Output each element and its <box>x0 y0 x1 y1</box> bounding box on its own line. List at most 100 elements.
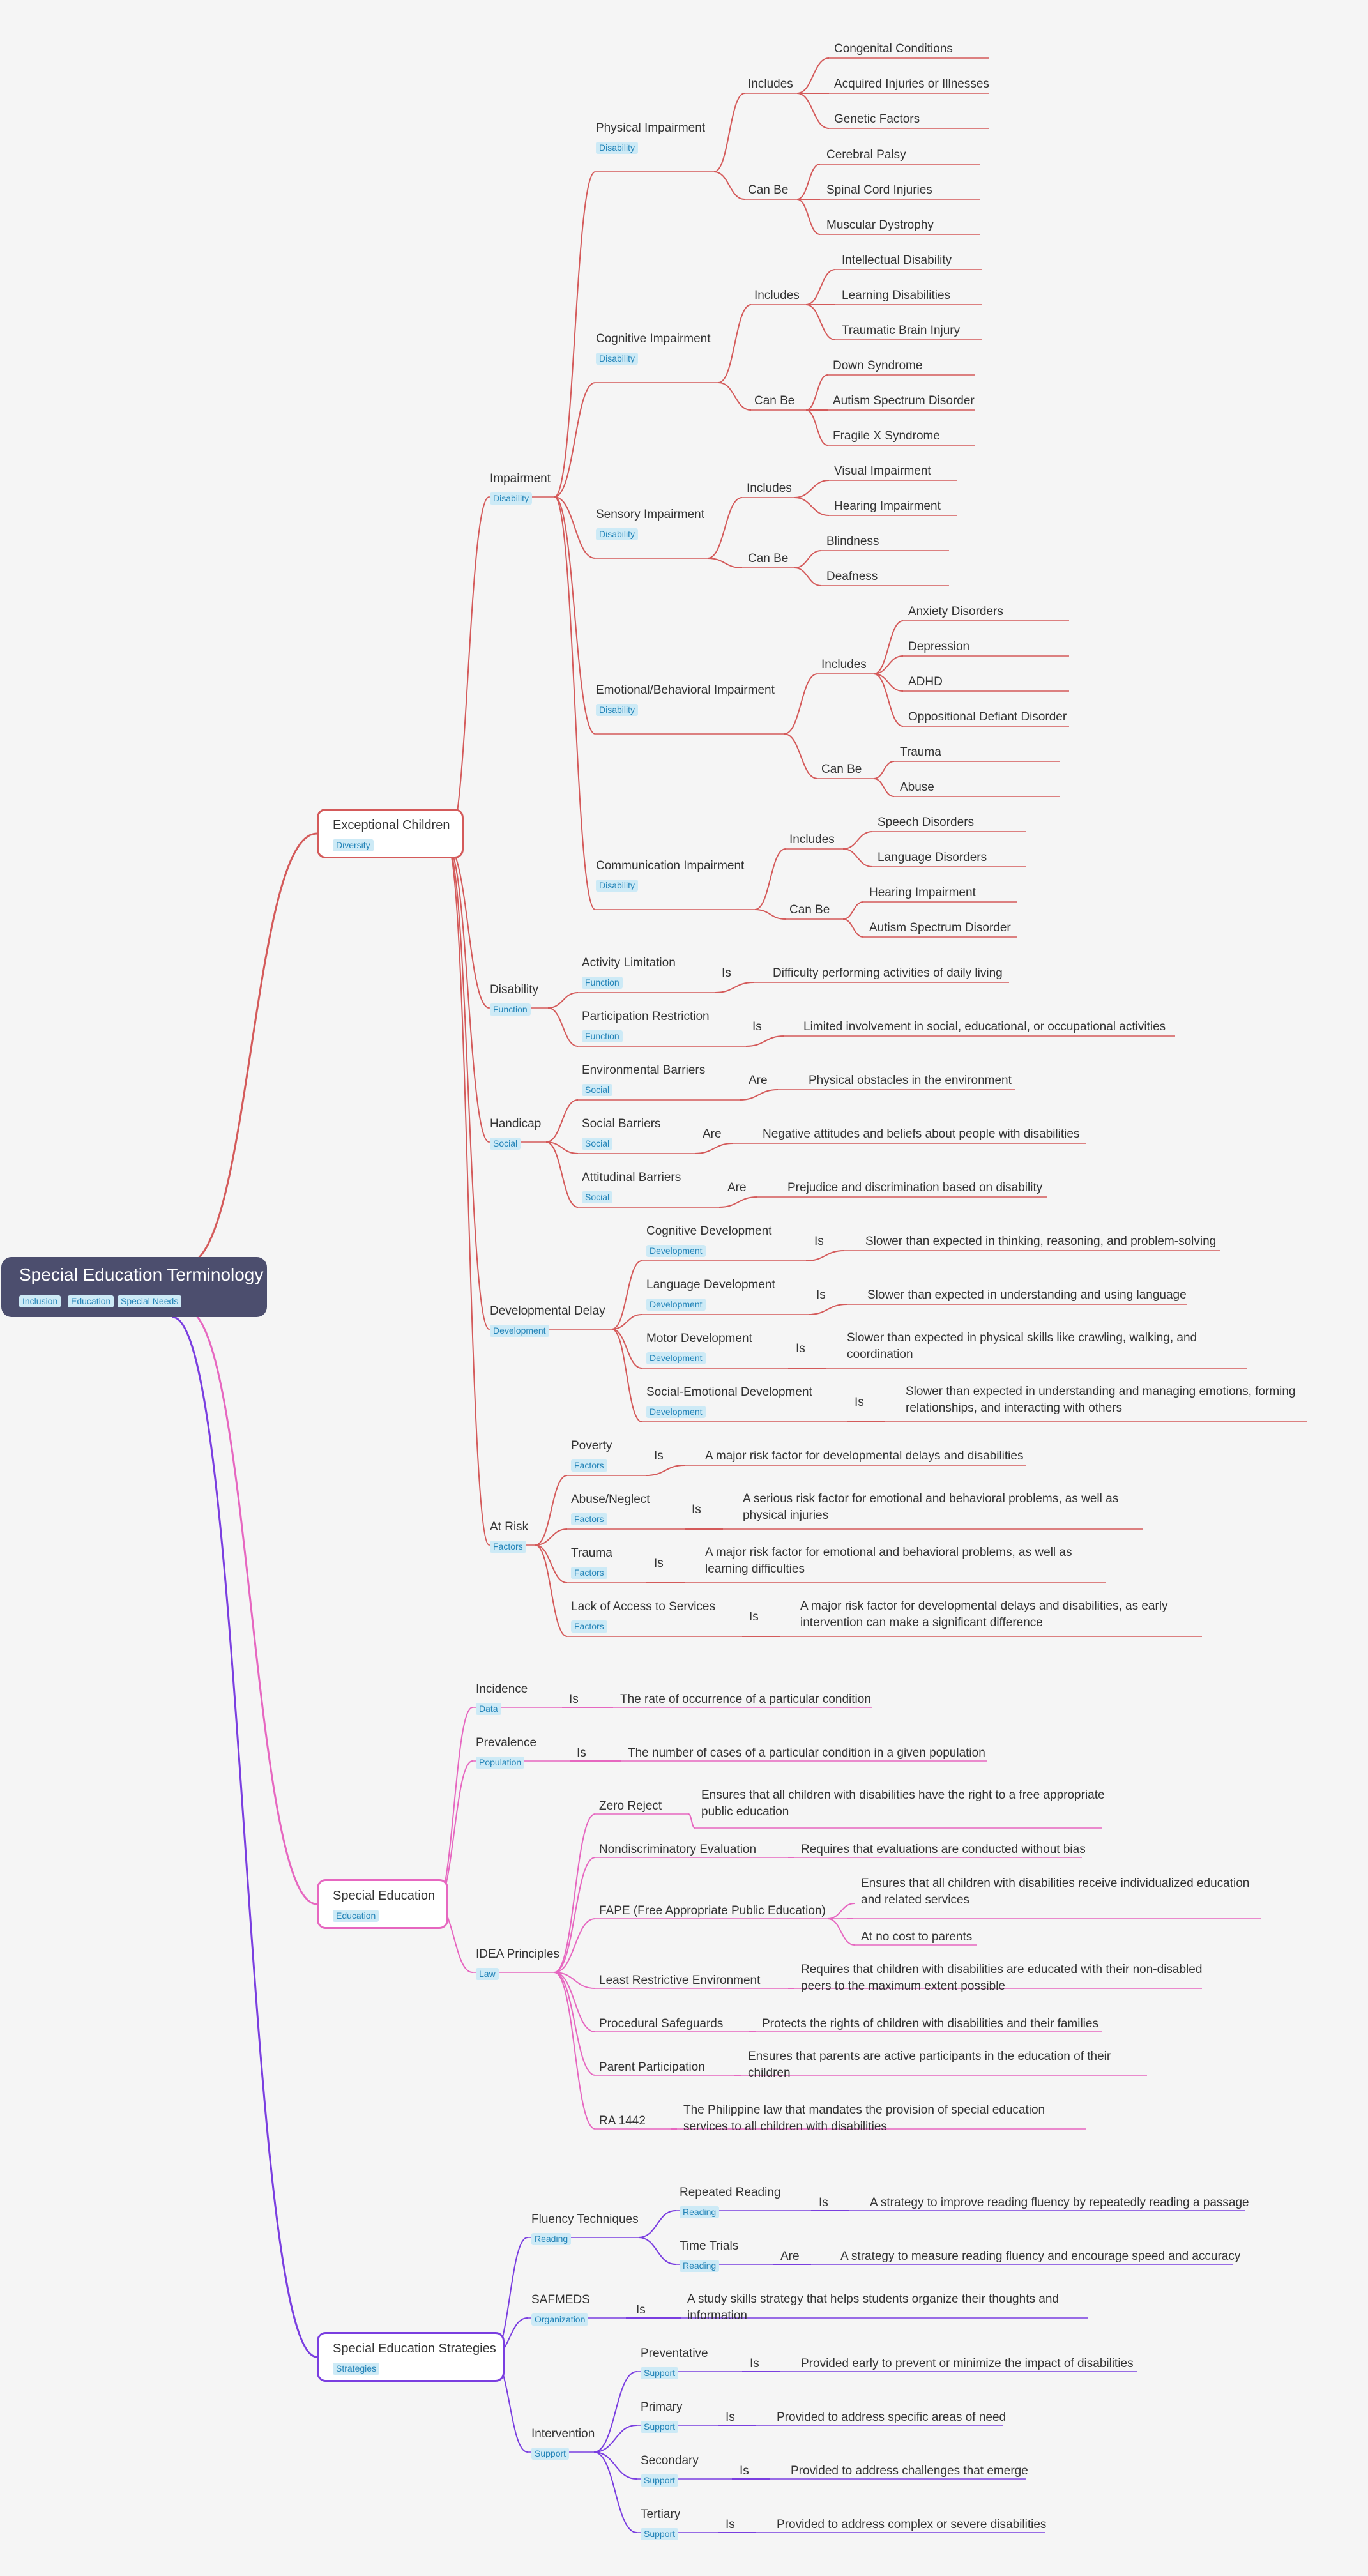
description[interactable]: Slower than expected in understanding an… <box>867 1288 1187 1302</box>
leaf[interactable]: Hearing Impairment <box>834 499 941 513</box>
description[interactable]: Limited involvement in social, education… <box>803 1020 1166 1033</box>
description[interactable]: Slower than expected in understanding an… <box>906 1385 1296 1415</box>
node-developmental-delay[interactable]: Developmental Delay <box>490 1304 605 1318</box>
node-environmental-barriers[interactable]: Environmental Barriers <box>582 1063 706 1077</box>
leaf[interactable]: Congenital Conditions <box>834 42 953 56</box>
leaf[interactable]: Language Disorders <box>878 851 987 864</box>
node-motor-development[interactable]: Motor Development <box>646 1332 752 1345</box>
description[interactable]: A major risk factor for emotional and be… <box>705 1546 1072 1576</box>
description[interactable]: A major risk factor for developmental de… <box>705 1449 1024 1463</box>
description[interactable]: The Philippine law that mandates the pro… <box>683 2103 1045 2133</box>
node-includes[interactable]: Includes <box>748 77 793 91</box>
description[interactable]: The rate of occurrence of a particular c… <box>620 1693 871 1706</box>
node-can-be[interactable]: Can Be <box>821 763 862 776</box>
node-can-be[interactable]: Can Be <box>748 183 789 197</box>
description[interactable]: Difficulty performing activities of dail… <box>773 966 1003 980</box>
node-can-be[interactable]: Can Be <box>789 903 830 917</box>
node-activity-limitation[interactable]: Activity Limitation <box>582 956 676 970</box>
leaf[interactable]: Spinal Cord Injuries <box>826 183 932 197</box>
node-cognitive-impairment[interactable]: Cognitive Impairment <box>596 332 711 346</box>
node-can-be[interactable]: Can Be <box>754 394 795 408</box>
description[interactable]: Provided early to prevent or minimize th… <box>801 2357 1134 2370</box>
description[interactable]: A serious risk factor for emotional and … <box>743 1492 1119 1522</box>
node-sensory-impairment[interactable]: Sensory Impairment <box>596 508 705 521</box>
leaf[interactable]: Hearing Impairment <box>869 886 976 899</box>
description[interactable]: A strategy to improve reading fluency by… <box>870 2196 1249 2209</box>
node-trauma[interactable]: Trauma <box>571 1546 612 1560</box>
leaf[interactable]: Autism Spectrum Disorder <box>833 394 975 408</box>
node-includes[interactable]: Includes <box>747 482 792 495</box>
node-primary[interactable]: Primary <box>641 2400 683 2414</box>
node-communication-impairment[interactable]: Communication Impairment <box>596 859 745 873</box>
node-fape[interactable]: FAPE (Free Appropriate Public Education) <box>599 1904 826 1917</box>
leaf[interactable]: Blindness <box>826 535 879 548</box>
node-intervention[interactable]: Intervention <box>531 2427 595 2441</box>
leaf[interactable]: Acquired Injuries or Illnesses <box>834 77 989 91</box>
leaf[interactable]: Anxiety Disorders <box>908 605 1003 618</box>
leaf[interactable]: Muscular Dystrophy <box>826 218 934 232</box>
description[interactable]: Prejudice and discrimination based on di… <box>787 1181 1043 1194</box>
description[interactable]: Ensures that parents are active particip… <box>748 2050 1111 2080</box>
node-language-development[interactable]: Language Development <box>646 1278 775 1292</box>
node-physical-impairment[interactable]: Physical Impairment <box>596 121 706 135</box>
leaf[interactable]: Intellectual Disability <box>842 254 952 267</box>
node-includes[interactable]: Includes <box>789 833 835 846</box>
node-includes[interactable]: Includes <box>754 289 800 302</box>
description[interactable]: Ensures that all children with disabilit… <box>701 1788 1105 1818</box>
leaf[interactable]: Trauma <box>900 745 941 759</box>
node-nondiscriminatory-evaluation[interactable]: Nondiscriminatory Evaluation <box>599 1843 757 1856</box>
node-prevalence[interactable]: Prevalence <box>476 1736 537 1749</box>
branch-special-education-strategies[interactable]: Special Education Strategies Strategies <box>317 2332 505 2382</box>
node-time-trials[interactable]: Time Trials <box>680 2239 739 2253</box>
branch-special-education[interactable]: Special Education Education <box>317 1879 448 1929</box>
description[interactable]: Provided to address challenges that emer… <box>791 2464 1028 2478</box>
node-cognitive-development[interactable]: Cognitive Development <box>646 1224 772 1238</box>
description[interactable]: Slower than expected in physical skills … <box>847 1331 1197 1361</box>
node-repeated-reading[interactable]: Repeated Reading <box>680 2186 781 2199</box>
node-zero-reject[interactable]: Zero Reject <box>599 1799 662 1813</box>
node-includes[interactable]: Includes <box>821 658 867 671</box>
node-abuse-neglect[interactable]: Abuse/Neglect <box>571 1493 650 1506</box>
leaf[interactable]: Cerebral Palsy <box>826 148 906 162</box>
node-at-risk[interactable]: At Risk <box>490 1520 529 1534</box>
node-idea-principles[interactable]: IDEA Principles <box>476 1947 559 1961</box>
description[interactable]: Physical obstacles in the environment <box>809 1074 1012 1087</box>
description[interactable]: A strategy to measure reading fluency an… <box>840 2250 1241 2263</box>
leaf[interactable]: Genetic Factors <box>834 112 920 126</box>
node-disability[interactable]: Disability <box>490 983 539 996</box>
leaf[interactable]: Deafness <box>826 570 878 583</box>
leaf[interactable]: Abuse <box>900 781 934 794</box>
root-node[interactable]: Special Education Terminology Inclusion … <box>1 1257 267 1317</box>
description[interactable]: Requires that children with disabilities… <box>801 1963 1203 1993</box>
node-impairment[interactable]: Impairment <box>490 472 551 485</box>
leaf[interactable]: Down Syndrome <box>833 359 923 372</box>
node-can-be[interactable]: Can Be <box>748 552 789 565</box>
node-least-restrictive-environment[interactable]: Least Restrictive Environment <box>599 1974 761 1987</box>
node-social-emotional-development[interactable]: Social-Emotional Development <box>646 1385 812 1399</box>
description[interactable]: Ensures that all children with disabilit… <box>861 1877 1250 1907</box>
description[interactable]: Protects the rights of children with dis… <box>762 2017 1098 2031</box>
node-fluency-techniques[interactable]: Fluency Techniques <box>531 2213 639 2226</box>
description[interactable]: A study skills strategy that helps stude… <box>687 2292 1059 2322</box>
node-incidence[interactable]: Incidence <box>476 1682 528 1696</box>
leaf[interactable]: Depression <box>908 640 970 653</box>
node-ra-1442[interactable]: RA 1442 <box>599 2114 646 2128</box>
description[interactable]: Requires that evaluations are conducted … <box>801 1843 1086 1856</box>
leaf[interactable]: Traumatic Brain Injury <box>842 324 961 337</box>
node-secondary[interactable]: Secondary <box>641 2454 699 2467</box>
description[interactable]: Negative attitudes and beliefs about peo… <box>763 1127 1080 1141</box>
node-social-barriers[interactable]: Social Barriers <box>582 1117 661 1131</box>
description[interactable]: Provided to address complex or severe di… <box>777 2518 1047 2531</box>
leaf[interactable]: ADHD <box>908 675 943 689</box>
node-attitudinal-barriers[interactable]: Attitudinal Barriers <box>582 1171 681 1184</box>
node-poverty[interactable]: Poverty <box>571 1439 612 1452</box>
node-participation-restriction[interactable]: Participation Restriction <box>582 1010 710 1023</box>
node-procedural-safeguards[interactable]: Procedural Safeguards <box>599 2017 724 2031</box>
leaf[interactable]: Visual Impairment <box>834 464 931 478</box>
node-lack-of-access[interactable]: Lack of Access to Services <box>571 1600 715 1613</box>
leaf[interactable]: Learning Disabilities <box>842 289 951 302</box>
leaf[interactable]: Fragile X Syndrome <box>833 429 940 443</box>
leaf[interactable]: Speech Disorders <box>878 816 975 829</box>
node-parent-participation[interactable]: Parent Participation <box>599 2061 705 2074</box>
node-safmeds[interactable]: SAFMEDS <box>531 2293 590 2306</box>
